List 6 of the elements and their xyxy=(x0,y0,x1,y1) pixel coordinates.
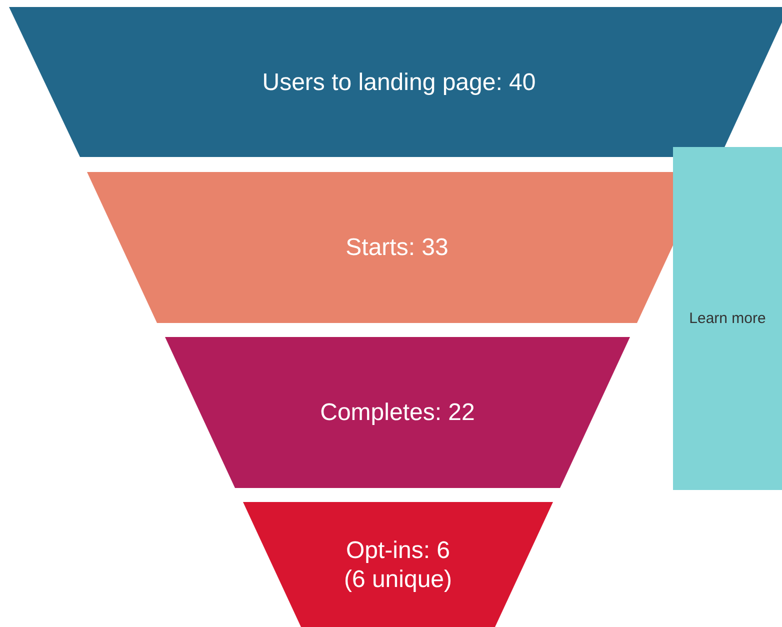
learn-more-button: Learn more xyxy=(673,147,782,490)
stage-label: Completes: 22 xyxy=(320,398,475,427)
stage-label: Users to landing page: 40 xyxy=(262,68,536,96)
stage-label: (6 unique) xyxy=(344,564,452,594)
stage-label: Opt-ins: 6 xyxy=(346,536,450,564)
stage-label: Starts: 33 xyxy=(346,233,448,262)
